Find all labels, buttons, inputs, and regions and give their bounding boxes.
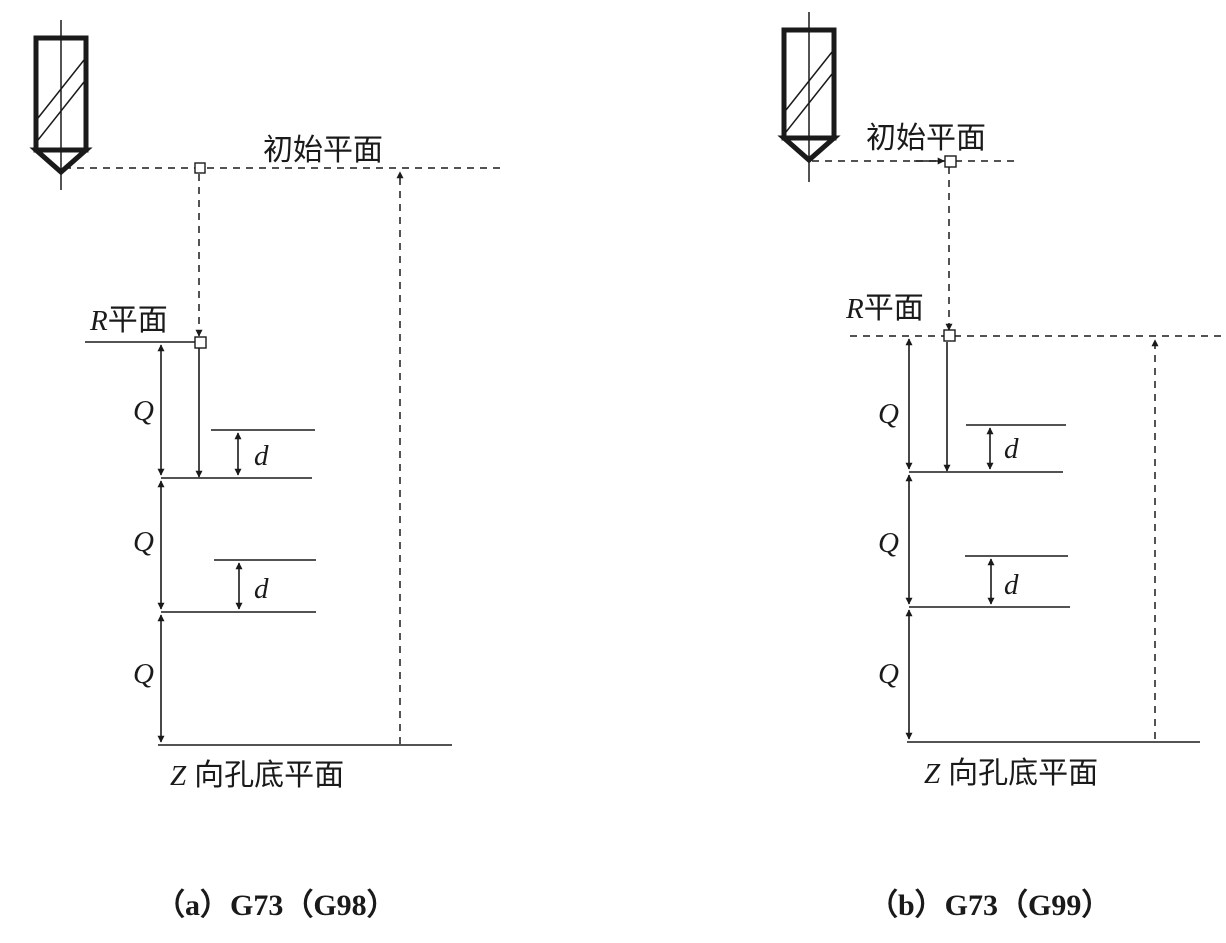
initial-plane-label: 初始平面	[263, 133, 383, 168]
q-label-2: Q	[133, 526, 154, 558]
r-point-marker	[943, 329, 956, 342]
drill-tool-icon	[29, 20, 93, 190]
initial-plane-label: 初始平面	[866, 121, 986, 156]
initial-point-marker	[194, 162, 206, 174]
q-label-3: Q	[878, 658, 899, 690]
r-plane-label: R平面	[89, 303, 168, 338]
q-label-1: Q	[878, 398, 899, 430]
q-label-2: Q	[878, 527, 899, 559]
d-label-2: d	[254, 573, 269, 605]
d-label-1: d	[1004, 433, 1019, 465]
caption-a: （a）G73（G98）	[155, 888, 397, 922]
d-label-2: d	[1004, 569, 1019, 601]
q-label-3: Q	[133, 658, 154, 690]
r-plane-label: R平面	[845, 291, 924, 326]
d-label-1: d	[254, 440, 269, 472]
q-label-1: Q	[133, 395, 154, 427]
drill-tool-icon	[777, 12, 841, 182]
r-point-marker	[194, 336, 207, 349]
initial-point-marker	[944, 155, 957, 168]
caption-b: （b）G73（G99）	[868, 888, 1111, 922]
